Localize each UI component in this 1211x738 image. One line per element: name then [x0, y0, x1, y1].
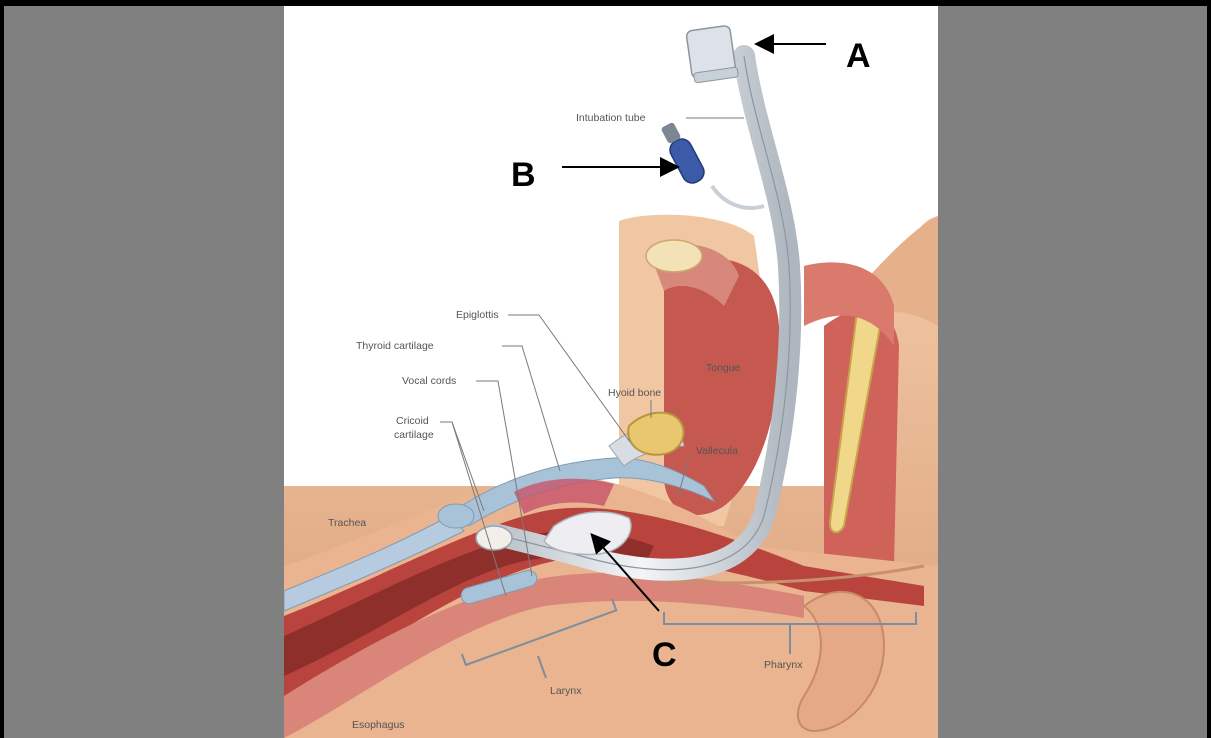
diagram-canvas: Intubation tube Epiglottis Thyroid carti… [284, 6, 938, 738]
callout-c: C [652, 636, 677, 674]
label-thyroid-cartilage: Thyroid cartilage [356, 340, 434, 352]
anatomy-diagram: Intubation tube Epiglottis Thyroid carti… [284, 6, 938, 738]
hyoid-bone [628, 413, 683, 455]
label-trachea: Trachea [328, 517, 366, 529]
label-cricoid-line2: cartilage [394, 429, 434, 441]
mandible-bone [646, 240, 702, 272]
pilot-line [712, 186, 764, 208]
label-tongue: Tongue [706, 362, 741, 374]
label-intubation-tube: Intubation tube [576, 112, 646, 124]
label-cricoid-line1: Cricoid [396, 415, 429, 427]
callout-a: A [846, 37, 871, 75]
label-hyoid-bone: Hyoid bone [608, 387, 661, 399]
label-pharynx: Pharynx [764, 659, 803, 671]
label-larynx: Larynx [550, 685, 582, 697]
callout-b: B [511, 156, 536, 194]
cricoid-cartilage [438, 504, 474, 528]
label-epiglottis: Epiglottis [456, 309, 499, 321]
label-vallecula: Vallecula [696, 445, 738, 457]
label-esophagus: Esophagus [352, 719, 405, 731]
tube-tip [476, 526, 512, 550]
label-vocal-cords: Vocal cords [402, 375, 456, 387]
pilot-balloon-port [666, 136, 707, 187]
